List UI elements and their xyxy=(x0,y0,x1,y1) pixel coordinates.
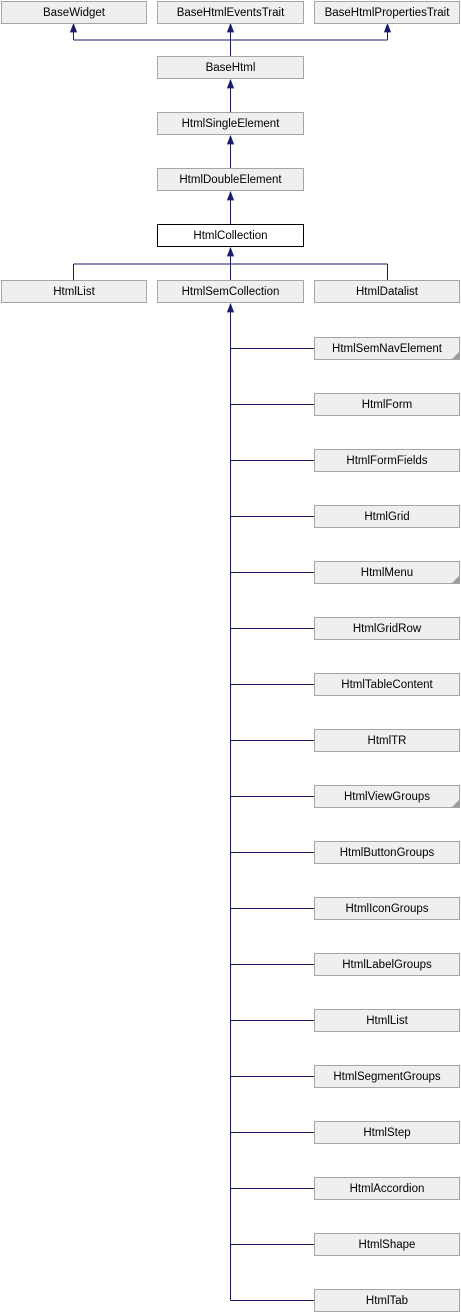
node-sem-child[interactable]: HtmlStep xyxy=(314,1121,460,1144)
node-sem-child[interactable]: HtmlAccordion xyxy=(314,1177,460,1200)
node-sem-child[interactable]: HtmlTab xyxy=(314,1289,460,1312)
edge-arrowhead xyxy=(226,190,235,201)
node-sem-child[interactable]: HtmlFormFields xyxy=(314,449,460,472)
node-html-collection: HtmlCollection xyxy=(157,224,304,247)
edge-arrowhead xyxy=(226,22,235,33)
node-sem-child[interactable]: HtmlShape xyxy=(314,1233,460,1256)
edge-arrowhead xyxy=(226,246,235,257)
node-sem-child[interactable]: HtmlList xyxy=(314,1009,460,1032)
edge-arrowhead xyxy=(69,22,78,33)
node-html-single-element[interactable]: HtmlSingleElement xyxy=(157,112,304,135)
node-html-double-element[interactable]: HtmlDoubleElement xyxy=(157,168,304,191)
node-sem-child[interactable]: HtmlLabelGroups xyxy=(314,953,460,976)
node-sem-child[interactable]: HtmlGridRow xyxy=(314,617,460,640)
node-sem-child[interactable]: HtmlViewGroups xyxy=(314,785,460,808)
node-sem-child[interactable]: HtmlSemNavElement xyxy=(314,337,460,360)
node-base-html-events-trait[interactable]: BaseHtmlEventsTrait xyxy=(157,1,304,24)
node-base-widget[interactable]: BaseWidget xyxy=(1,1,147,24)
node-html-list[interactable]: HtmlList xyxy=(1,280,147,303)
node-sem-child[interactable]: HtmlButtonGroups xyxy=(314,841,460,864)
node-sem-child[interactable]: HtmlGrid xyxy=(314,505,460,528)
node-html-sem-collection[interactable]: HtmlSemCollection xyxy=(157,280,304,303)
more-subclasses-indicator xyxy=(452,800,459,807)
edge-arrowhead xyxy=(383,22,392,33)
node-sem-child[interactable]: HtmlTableContent xyxy=(314,673,460,696)
node-sem-child[interactable]: HtmlSegmentGroups xyxy=(314,1065,460,1088)
edge-arrowhead xyxy=(226,134,235,145)
node-base-html[interactable]: BaseHtml xyxy=(157,56,304,79)
node-html-datalist[interactable]: HtmlDatalist xyxy=(314,280,460,303)
node-base-html-properties-trait[interactable]: BaseHtmlPropertiesTrait xyxy=(314,1,460,24)
node-sem-child[interactable]: HtmlTR xyxy=(314,729,460,752)
node-sem-child[interactable]: HtmlMenu xyxy=(314,561,460,584)
edge-arrowhead xyxy=(226,302,235,313)
node-sem-child[interactable]: HtmlForm xyxy=(314,393,460,416)
more-subclasses-indicator xyxy=(452,576,459,583)
more-subclasses-indicator xyxy=(452,352,459,359)
edge-arrowhead xyxy=(226,78,235,89)
node-sem-child[interactable]: HtmlIconGroups xyxy=(314,897,460,920)
